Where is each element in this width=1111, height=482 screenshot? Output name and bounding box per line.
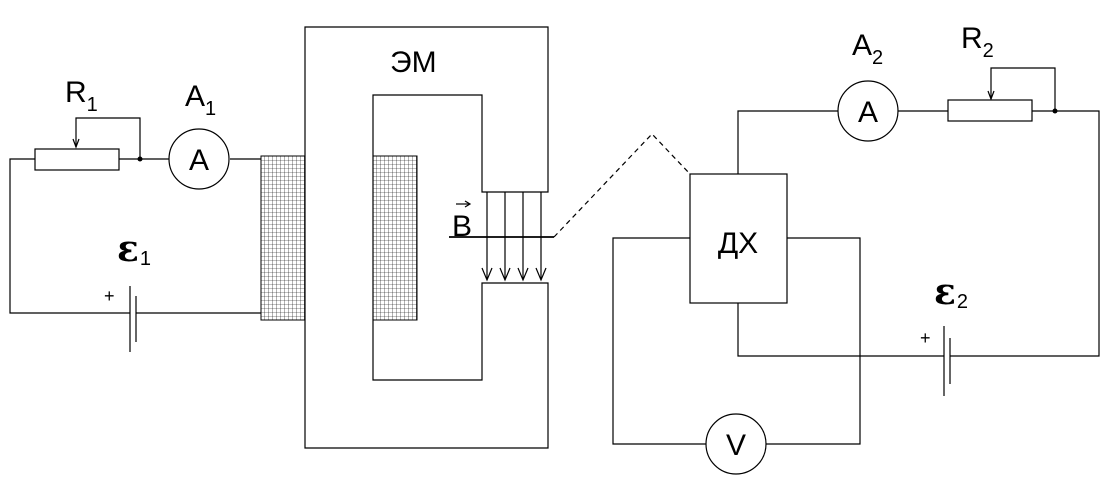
- source-e1: [129, 286, 137, 352]
- right-wires: [612, 67, 1100, 445]
- ammeter-a2-label: A2: [852, 29, 883, 69]
- ammeter-a1-symbol: A: [189, 144, 209, 177]
- source-e2-polarity: +: [920, 328, 931, 348]
- field-lines: [481, 192, 547, 282]
- resistor-r1-label: R1: [65, 76, 98, 116]
- resistor-r2: [947, 99, 1033, 122]
- ammeter-a2: A: [837, 80, 899, 142]
- source-e1-polarity: +: [104, 286, 115, 306]
- voltmeter-symbol: V: [726, 429, 746, 462]
- left-wires: [9, 117, 261, 314]
- probe-connector: [553, 133, 691, 238]
- inner-coil: [372, 155, 418, 321]
- ammeter-a1-label: A1: [185, 80, 216, 120]
- source-e1-label: ε1: [117, 228, 151, 270]
- ammeter-a2-symbol: A: [858, 96, 878, 129]
- hall-sensor-label: ДХ: [718, 227, 758, 260]
- ammeter-a1: A: [168, 128, 230, 190]
- voltmeter: V: [705, 413, 767, 475]
- field-label: B: [452, 210, 472, 243]
- resistor-r1: [34, 148, 120, 171]
- resistor-r2-label: R2: [961, 22, 994, 62]
- electromagnet-core: [304, 26, 549, 449]
- source-e2-label: ε2: [934, 271, 968, 313]
- source-e2: [943, 326, 951, 396]
- hall-sensor: [689, 173, 788, 304]
- field-vector-arrow: [456, 200, 472, 208]
- electromagnet-label: ЭМ: [390, 46, 437, 79]
- outer-coil: [260, 155, 306, 321]
